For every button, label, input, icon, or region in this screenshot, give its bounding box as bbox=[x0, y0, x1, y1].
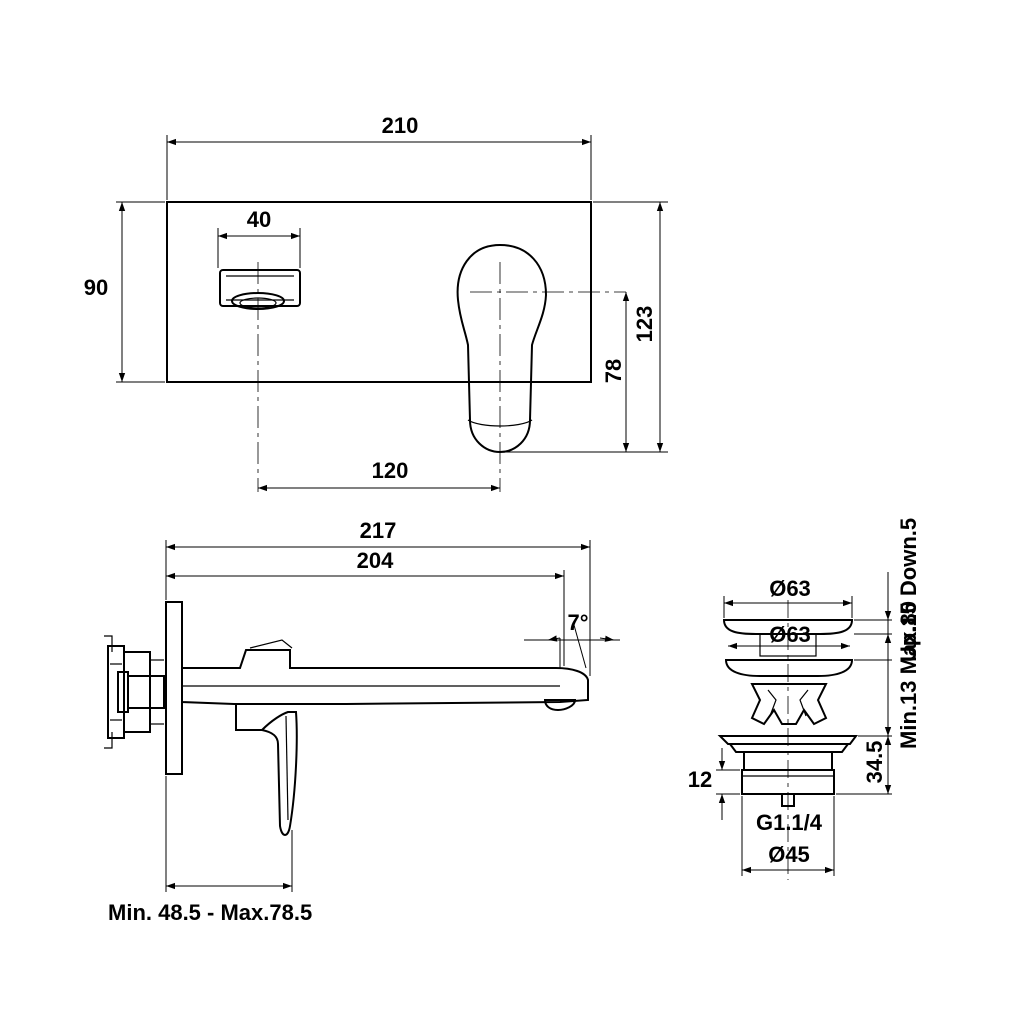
dim-width-210: 210 bbox=[166, 113, 592, 200]
dim-label: 40 bbox=[247, 207, 271, 232]
dim-cap-63: Ø63 bbox=[723, 576, 853, 618]
dim-label: 12 bbox=[688, 767, 712, 792]
dim-label: Ø63 bbox=[769, 622, 811, 647]
dim-label: Ø45 bbox=[768, 842, 810, 867]
spout-outlet bbox=[219, 262, 301, 492]
dim-label: 210 bbox=[382, 113, 419, 138]
dim-thread-size: G1.1/4 bbox=[741, 796, 835, 876]
dim-stroke-up-down: Up.15 Down.5 bbox=[854, 518, 921, 662]
dim-length-204: 204 bbox=[166, 548, 565, 666]
side-wall-plate bbox=[165, 601, 183, 775]
dim-flange-34-5: 34.5 bbox=[836, 735, 892, 795]
dim-label: 34.5 bbox=[862, 741, 887, 784]
dim-lever-78: 78 bbox=[500, 292, 668, 453]
waste-flange bbox=[717, 735, 858, 745]
dim-label: 123 bbox=[632, 306, 657, 343]
side-view: 217 204 7° Min. 48.5 - Max.78.5 bbox=[104, 518, 620, 925]
dim-label: 120 bbox=[372, 458, 409, 483]
waste-cap-raised bbox=[722, 619, 854, 635]
dim-label: 7° bbox=[567, 610, 588, 635]
spout-body bbox=[181, 639, 589, 712]
dim-label: Up.15 Down.5 bbox=[896, 518, 921, 662]
concealed-body bbox=[104, 635, 165, 749]
dim-label: 78 bbox=[601, 359, 626, 383]
dim-angle: 7° bbox=[524, 610, 620, 669]
dim-body-63: Ø63 bbox=[728, 622, 850, 650]
dim-thread-12: 12 bbox=[688, 748, 740, 820]
side-lever-handle bbox=[235, 704, 298, 836]
dim-label: Min. 48.5 - Max.78.5 bbox=[108, 900, 312, 925]
front-view: 210 90 40 120 78 bbox=[84, 113, 668, 492]
dim-length-217: 217 bbox=[165, 518, 591, 676]
waste-fins bbox=[750, 683, 828, 726]
dim-wall-range: Min. 48.5 - Max.78.5 bbox=[108, 776, 312, 925]
waste-cap-lowered bbox=[724, 659, 854, 677]
dim-height-90: 90 bbox=[84, 201, 165, 383]
dim-label: Ø63 bbox=[769, 576, 811, 601]
dim-label: Min.13 Max.80 bbox=[896, 601, 921, 749]
dim-label: 217 bbox=[360, 518, 397, 543]
waste-view: Ø63 Ø63 12 G1.1/4 Ø45 bbox=[688, 518, 921, 880]
dim-thickness-range: Min.13 Max.80 bbox=[854, 601, 921, 749]
dim-total-123: 123 bbox=[593, 201, 668, 452]
dim-outlet-40: 40 bbox=[217, 207, 301, 268]
dim-label: 204 bbox=[357, 548, 394, 573]
dim-bottom-45: Ø45 bbox=[742, 842, 834, 874]
dim-label: 90 bbox=[84, 275, 108, 300]
dim-spacing-120: 120 bbox=[258, 458, 500, 492]
dim-label: G1.1/4 bbox=[756, 810, 823, 835]
